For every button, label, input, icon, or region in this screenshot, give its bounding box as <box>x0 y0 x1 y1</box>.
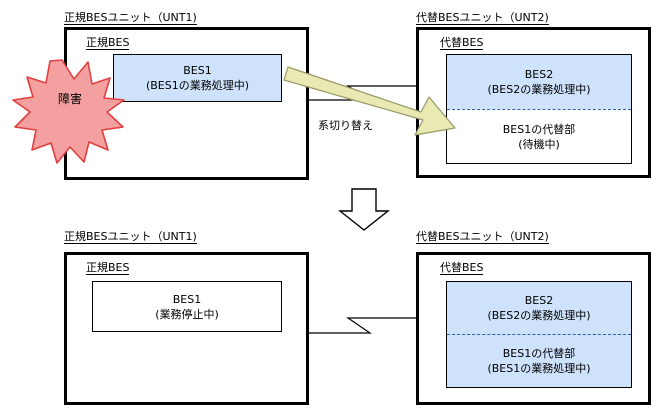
bottom-left-process-line2: (業務停止中) <box>155 307 219 321</box>
bottom-right-process-box: BES2 (BES2の業務処理中) BES1の代替部 (BES1の業務処理中) <box>446 281 632 388</box>
bottom-right-process-lower-line1: BES1の代替部 <box>502 347 576 360</box>
top-right-process-upper-line2: (BES2の業務処理中) <box>487 83 591 96</box>
top-right-process-lower-line1: BES1の代替部 <box>502 122 576 136</box>
bottom-left-unit-caption: 正規BESユニット（UNT1) <box>64 230 197 244</box>
top-left-bes-label: 正規BES <box>86 36 130 50</box>
starburst-icon <box>12 59 125 164</box>
top-right-process-lower: BES1の代替部 (待機中) <box>447 109 631 163</box>
bottom-left-process-text: BES1 (業務停止中) <box>93 282 281 331</box>
bottom-left-process-box: BES1 (業務停止中) <box>92 281 282 332</box>
top-left-process-text: BES1 (BES1の業務処理中) <box>114 55 281 101</box>
top-left-process-line2: (BES1の業務処理中) <box>145 79 250 92</box>
top-left-unit-caption: 正規BESユニット（UNT1) <box>64 11 197 25</box>
bottom-left-process-line1: BES1 <box>172 292 202 306</box>
top-right-process-lower-line2: (待機中) <box>518 137 560 151</box>
bottom-left-bes-label: 正規BES <box>86 261 130 275</box>
down-arrow-icon <box>337 188 391 231</box>
fault-label: 障害 <box>57 92 82 106</box>
bottom-right-process-upper-line2: (BES2の業務処理中) <box>487 309 591 322</box>
top-right-unit-caption: 代替BESユニット（UNT2) <box>416 11 549 25</box>
top-left-process-line1: BES1 <box>183 64 212 77</box>
switchover-label: 系切り替え <box>318 119 373 132</box>
bottom-right-process-upper-line1: BES2 <box>524 294 554 307</box>
top-right-process-box: BES2 (BES2の業務処理中) BES1の代替部 (待機中) <box>446 54 632 164</box>
bottom-right-process-lower: BES1の代替部 (BES1の業務処理中) <box>447 334 631 387</box>
top-right-bes-label: 代替BES <box>440 36 484 50</box>
bottom-right-unit-caption: 代替BESユニット（UNT2) <box>416 230 549 244</box>
top-right-process-upper: BES2 (BES2の業務処理中) <box>447 55 631 109</box>
top-left-process-box: BES1 (BES1の業務処理中) <box>113 54 282 102</box>
bottom-right-process-upper: BES2 (BES2の業務処理中) <box>447 282 631 334</box>
bottom-right-process-lower-line2: (BES1の業務処理中) <box>487 362 591 375</box>
top-right-process-upper-line1: BES2 <box>524 68 554 81</box>
bottom-right-bes-label: 代替BES <box>440 261 484 275</box>
diagonal-arrow-icon <box>283 66 456 136</box>
break-line-icon-bottom <box>309 317 416 334</box>
